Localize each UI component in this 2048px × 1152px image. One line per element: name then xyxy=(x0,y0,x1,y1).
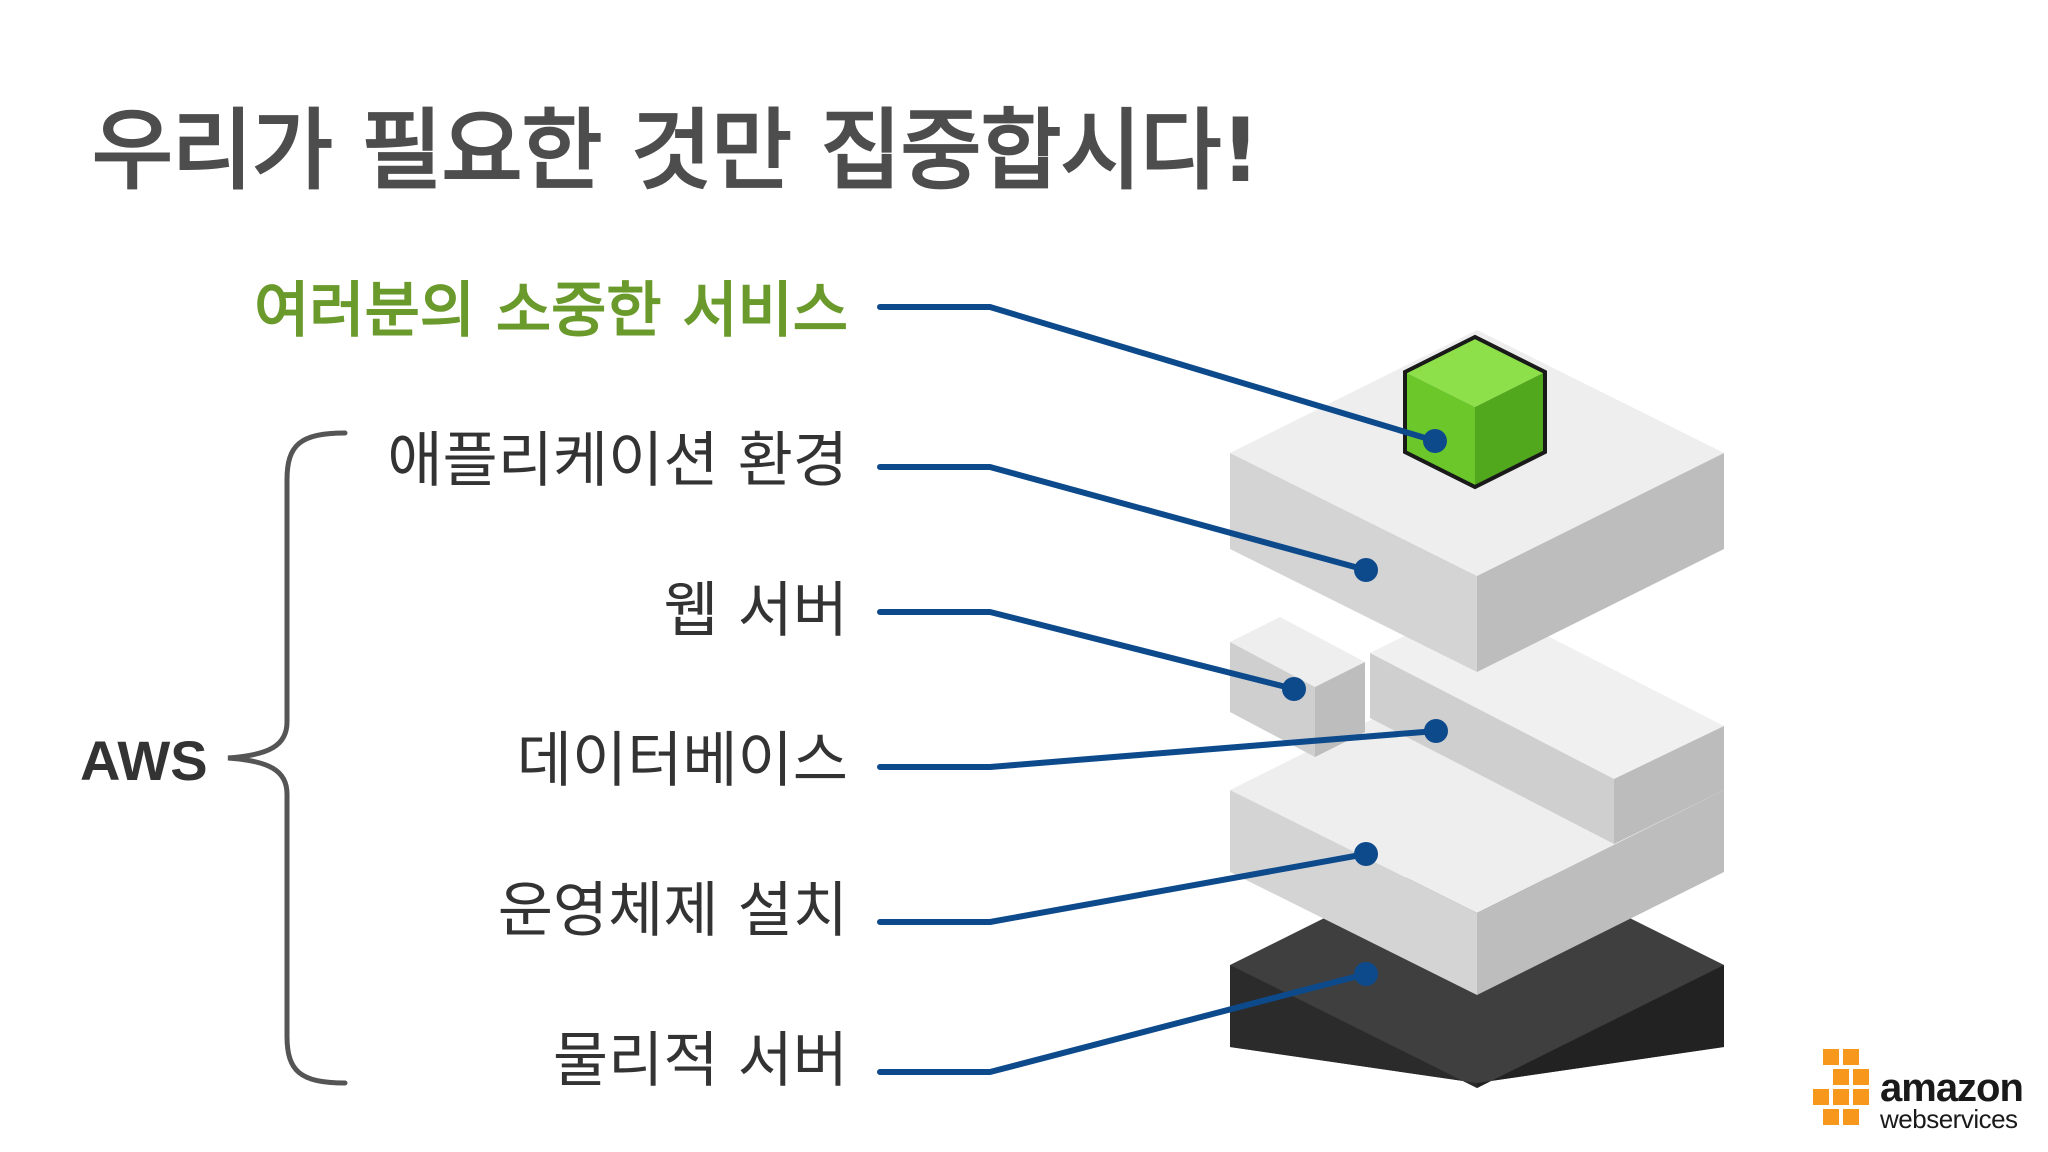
connector-dot-physical-server xyxy=(1354,962,1378,986)
label-web-server: 웹 서버 xyxy=(663,576,848,646)
service-cube xyxy=(1403,334,1547,490)
label-database: 데이터베이스 xyxy=(516,726,848,796)
label-your-service: 여러분의 소중한 서비스 xyxy=(254,276,848,346)
aws-label: AWS xyxy=(80,729,208,792)
aws-logo-webservices-text: webservices xyxy=(1880,1104,2018,1134)
label-physical-server: 물리적 서버 xyxy=(552,1026,848,1096)
label-os-install: 운영체제 설치 xyxy=(497,876,848,946)
connector-web-server xyxy=(877,609,1297,692)
connector-service xyxy=(877,304,1435,443)
connector-dot-application xyxy=(1354,558,1378,582)
connector-application xyxy=(877,464,1369,573)
aws-logo-cubes xyxy=(1811,1047,1871,1127)
connector-physical-server xyxy=(877,971,1369,1075)
connector-dot-service xyxy=(1423,429,1447,453)
connector-os xyxy=(877,851,1369,925)
web-server-block xyxy=(1230,617,1365,757)
connector-dot-web-server xyxy=(1282,677,1306,701)
connector-dot-os xyxy=(1354,842,1378,866)
connector-dot-database xyxy=(1424,719,1448,743)
connector-database xyxy=(877,728,1439,770)
aws-logo-amazon-text: amazon xyxy=(1880,1066,2024,1110)
slide-title: 우리가 필요한 것만 집중합시다! xyxy=(92,99,1261,202)
aws-brace xyxy=(227,430,348,1086)
label-application-environment: 애플리케이션 환경 xyxy=(387,426,848,496)
